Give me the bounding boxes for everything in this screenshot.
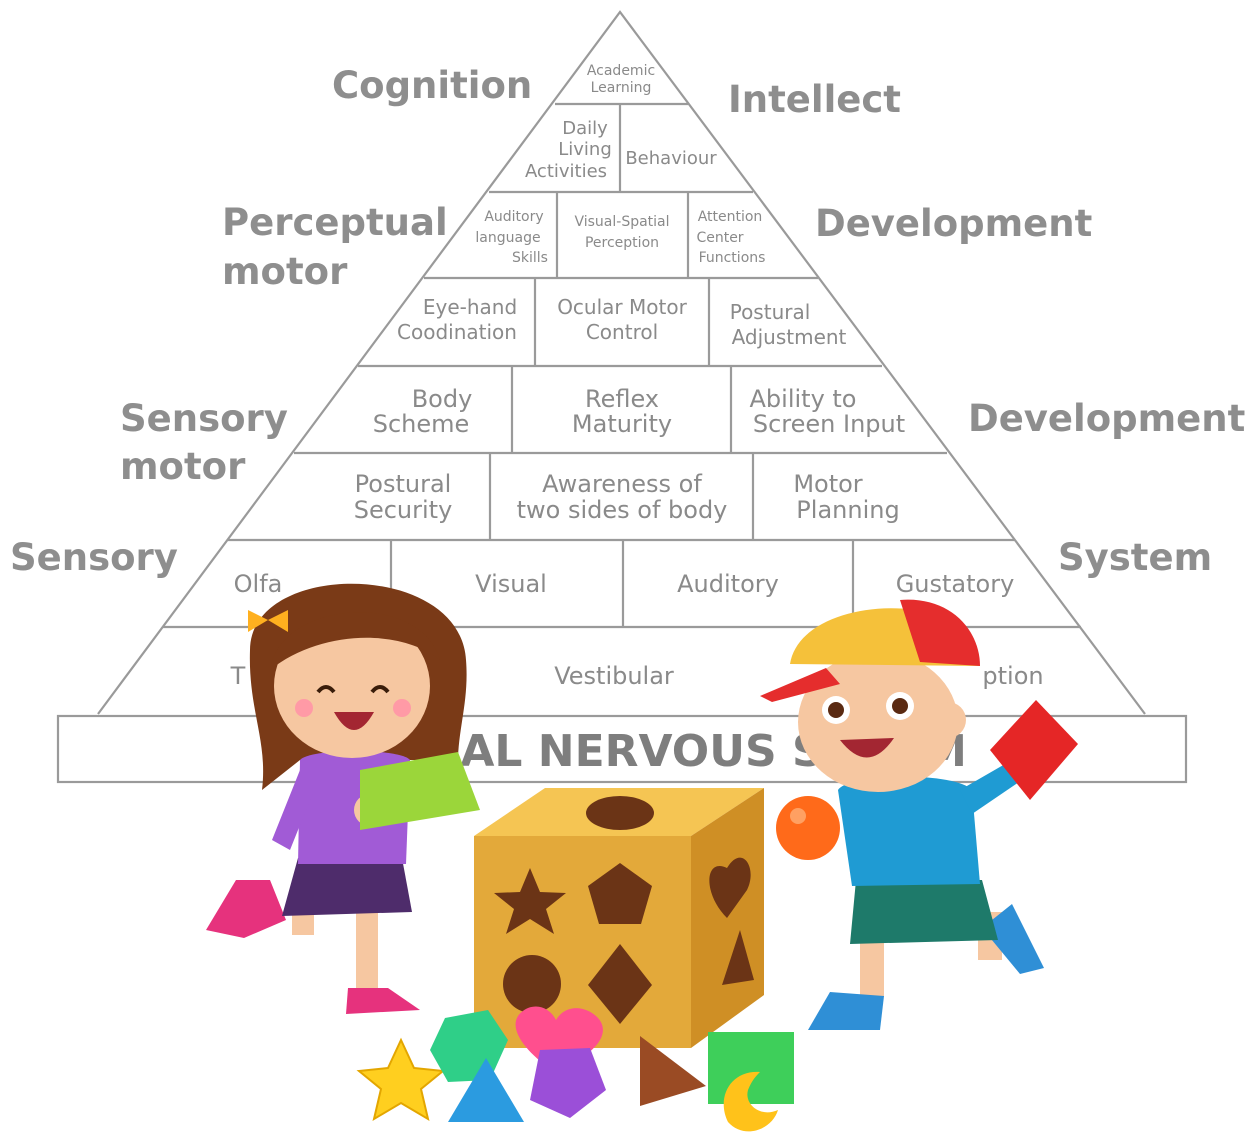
cell-behaviour: Behaviour: [625, 148, 717, 169]
cell-auditory: Auditory: [677, 570, 779, 598]
cell-motor-plan-1: Motor: [793, 470, 862, 498]
cell-attention-3: Functions: [699, 250, 766, 266]
triangle-hole-icon: [722, 930, 754, 985]
cell-ocular-2: Control: [586, 320, 658, 344]
cell-postural-sec-2: Security: [354, 496, 453, 524]
floor-toys: [356, 1006, 794, 1132]
cell-daily-2: Living: [558, 139, 612, 160]
label-development-upper: Development: [815, 202, 1092, 245]
diamond-hole-icon: [588, 944, 652, 1024]
ball-toy: [776, 796, 840, 860]
cell-ocular-1: Ocular Motor: [557, 295, 687, 319]
cell-visual: Visual: [475, 570, 547, 598]
cube-toy: [708, 1032, 794, 1104]
cell-proprioception: ption: [982, 662, 1043, 690]
cell-auditory-lang-3: Skills: [512, 250, 548, 266]
cell-auditory-lang-2: language: [475, 230, 540, 246]
cell-visual-spatial-1: Visual-Spatial: [574, 214, 669, 230]
label-cognition: Cognition: [332, 64, 532, 107]
red-block-toy: [990, 700, 1078, 800]
base-nervous-system: AL NERVOUS S: [460, 726, 823, 777]
cell-motor-plan-2: Planning: [796, 496, 899, 524]
cell-academic-1: Academic: [587, 63, 655, 79]
cell-screen-1: Ability to: [750, 385, 857, 413]
label-sensory: Sensory: [10, 536, 178, 579]
green-block-toy: [360, 752, 480, 830]
cell-body-2: Scheme: [373, 410, 470, 438]
label-development-lower: Development: [968, 397, 1245, 440]
moon-toy: [723, 1071, 778, 1132]
cell-postural-sec-1: Postural: [355, 470, 452, 498]
cell-olfactory: Olfa: [234, 570, 283, 598]
cell-vestibular: Vestibular: [554, 662, 674, 690]
heart-hole-icon: [709, 857, 751, 918]
cell-academic-2: Learning: [591, 80, 652, 96]
shape-sorter-box: [474, 788, 764, 1048]
label-perceptual: Perceptual: [222, 201, 448, 244]
pentagon-hole-icon: [588, 863, 652, 924]
cell-attention-1: Attention: [698, 209, 763, 225]
star-toy: [356, 1037, 446, 1122]
cell-body-1: Body: [412, 385, 473, 413]
cell-eye-hand-2: Coodination: [397, 320, 517, 344]
cell-auditory-lang-1: Auditory: [484, 209, 543, 225]
cell-tactile: T: [230, 662, 246, 690]
cell-postural-adj-2: Adjustment: [732, 325, 847, 349]
pentagon-toy: [530, 1048, 606, 1118]
cell-daily-1: Daily: [562, 118, 608, 139]
star-hole-icon: [494, 868, 566, 934]
cell-reflex-2: Maturity: [572, 410, 672, 438]
cell-gustatory: Gustatory: [896, 570, 1015, 598]
pyramid-lines: [56, 10, 1188, 784]
wedge-toy: [640, 1036, 706, 1106]
label-sensory-motor-2: motor: [120, 445, 246, 488]
girl-illustration: [206, 583, 480, 1014]
cell-screen-2: Screen Input: [753, 410, 905, 438]
cell-reflex-1: Reflex: [585, 385, 659, 413]
cell-attention-2: Center: [696, 230, 743, 246]
cell-visual-spatial-2: Perception: [585, 235, 659, 251]
cell-awareness-1: Awareness of: [542, 470, 702, 498]
cell-awareness-2: two sides of body: [517, 496, 728, 524]
cell-daily-3: Activities: [525, 161, 607, 182]
boy-illustration: [760, 599, 1078, 1030]
cell-postural-adj-1: Postural: [730, 300, 811, 324]
label-perceptual-motor: motor: [222, 250, 348, 293]
label-system: System: [1058, 536, 1212, 579]
label-intellect: Intellect: [728, 78, 901, 121]
triangle-toy: [448, 1058, 524, 1122]
label-sensory-motor-1: Sensory: [120, 397, 288, 440]
cell-eye-hand-1: Eye-hand: [423, 295, 517, 319]
circle-hole-icon: [503, 955, 561, 1013]
